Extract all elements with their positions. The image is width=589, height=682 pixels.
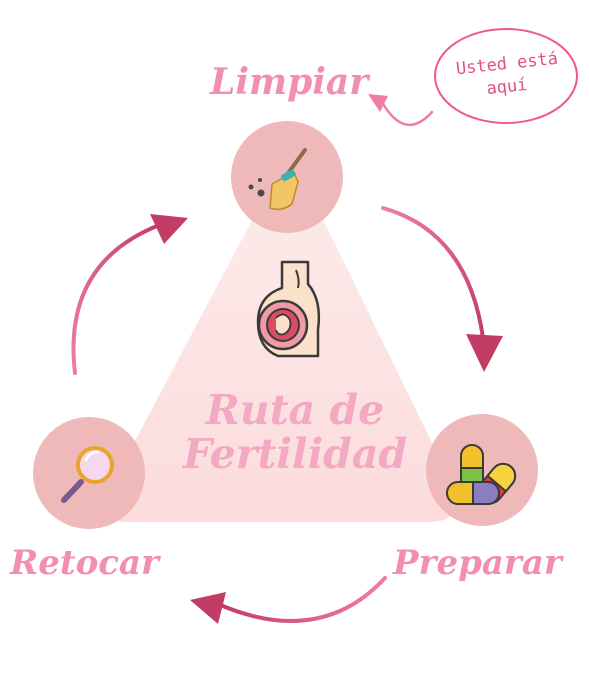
arrow-touchup-to-clean — [71, 214, 188, 375]
broom-icon — [248, 148, 307, 211]
center-title-line1: Ruta de — [205, 386, 385, 434]
step-label-touchup: Retocar — [10, 543, 159, 583]
center-title-line2: Fertilidad — [182, 430, 408, 478]
pills-icon — [446, 444, 517, 505]
note-bubble — [434, 28, 578, 124]
arrow-prepare-to-touchup — [190, 576, 387, 624]
step-label-prepare: Preparar — [393, 543, 562, 583]
pregnant-belly-icon — [256, 260, 321, 358]
step-label-clean: Limpiar — [210, 61, 369, 103]
note-arrow — [368, 94, 434, 127]
magnifier-icon — [61, 446, 114, 503]
arrow-clean-to-prepare — [381, 206, 503, 372]
